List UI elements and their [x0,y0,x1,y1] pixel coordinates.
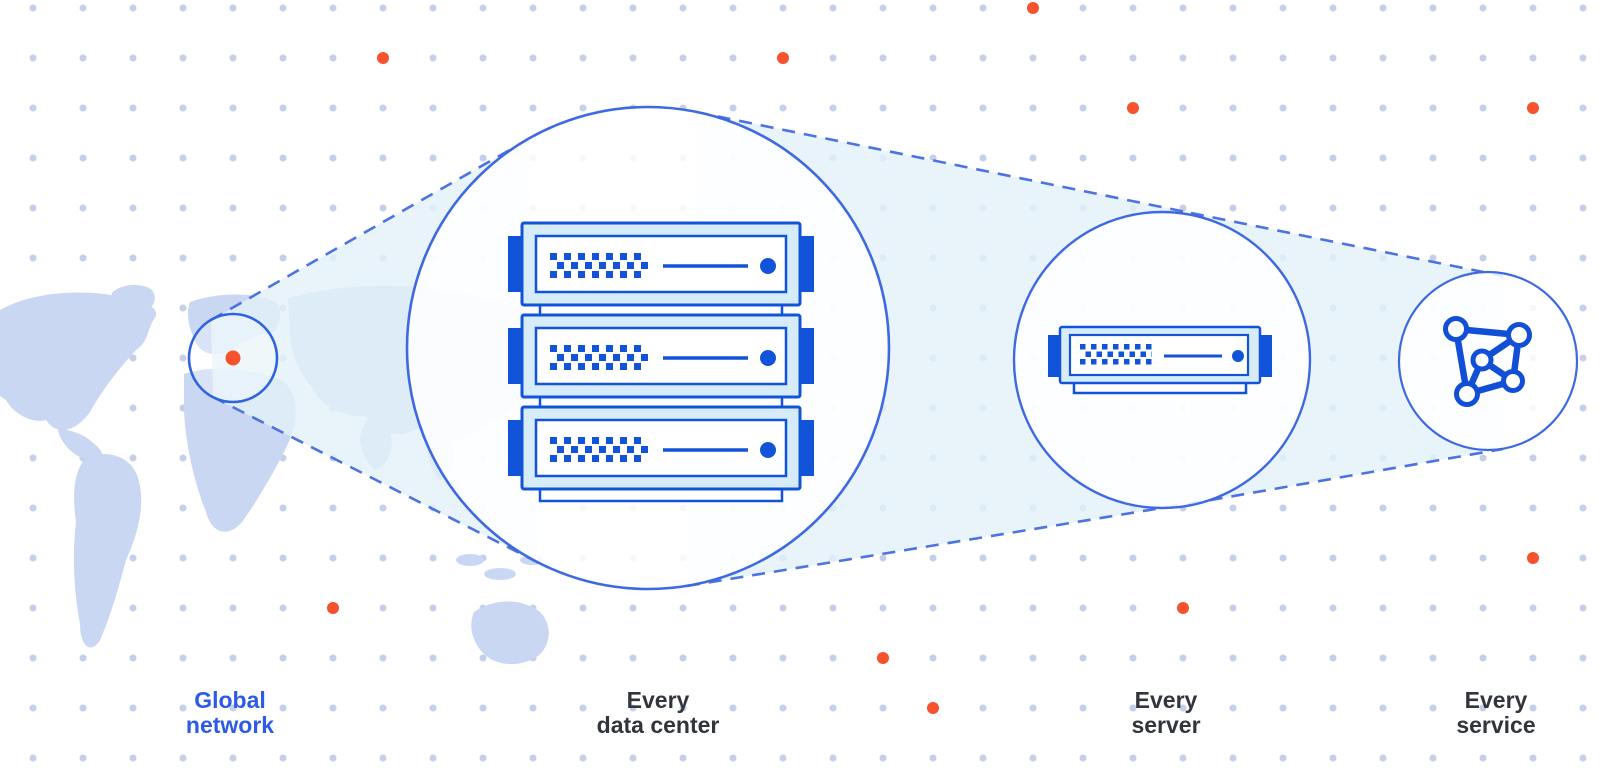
map-island [484,568,516,580]
guide-upper-1 [210,137,530,322]
label-line: Every [1134,687,1198,713]
map-north-america [0,292,157,430]
map-island [456,554,484,566]
accent-dot [1527,552,1539,564]
map-australia [471,601,549,665]
map-central-america [58,428,103,461]
graph-node [1443,316,1469,342]
accent-dot [1027,2,1039,14]
graph-node [1501,369,1525,393]
graph-node [1506,322,1532,348]
server-rack-icon [506,221,816,503]
map-location-dot [225,350,241,366]
guide-lower-2 [686,502,1187,588]
graph-node-center [1470,348,1494,372]
server-tab-left [1048,335,1060,377]
accent-dots [327,2,1539,714]
guide-upper-2 [695,110,1192,215]
accent-dot [927,702,939,714]
server-vents [1080,344,1152,365]
rack-unit-2 [506,313,816,399]
label-line: service [1456,712,1536,738]
label-line: Global [194,687,266,713]
single-server-icon [1048,325,1272,395]
label-every-server: Every server [1131,688,1200,738]
accent-dot [327,602,339,614]
accent-dot [1127,102,1139,114]
label-every-data-center: Every data center [597,688,720,738]
guide-upper-3 [1190,211,1504,278]
label-line: Every [1464,687,1528,713]
accent-dot [1527,102,1539,114]
map-south-america [73,454,142,648]
label-line: Every [626,687,690,713]
graph-node [1454,381,1480,407]
network-graph-icon [1443,316,1532,407]
rack-unit-3 [506,405,816,491]
label-line: server [1131,712,1201,738]
zoom-guides [210,110,1504,588]
label-global-network: Global network [186,688,274,738]
rack-unit-1 [506,221,816,307]
label-line: network [185,712,275,738]
guide-lower-3 [1187,447,1504,506]
accent-dot [1177,602,1189,614]
label-every-service: Every service [1456,688,1535,738]
accent-dot [777,52,789,64]
label-line: data center [596,712,720,738]
accent-dot [377,52,389,64]
accent-dot [877,652,889,664]
server-led [1232,350,1244,362]
guide-lower-1 [212,395,540,565]
server-tab-right [1260,335,1272,377]
